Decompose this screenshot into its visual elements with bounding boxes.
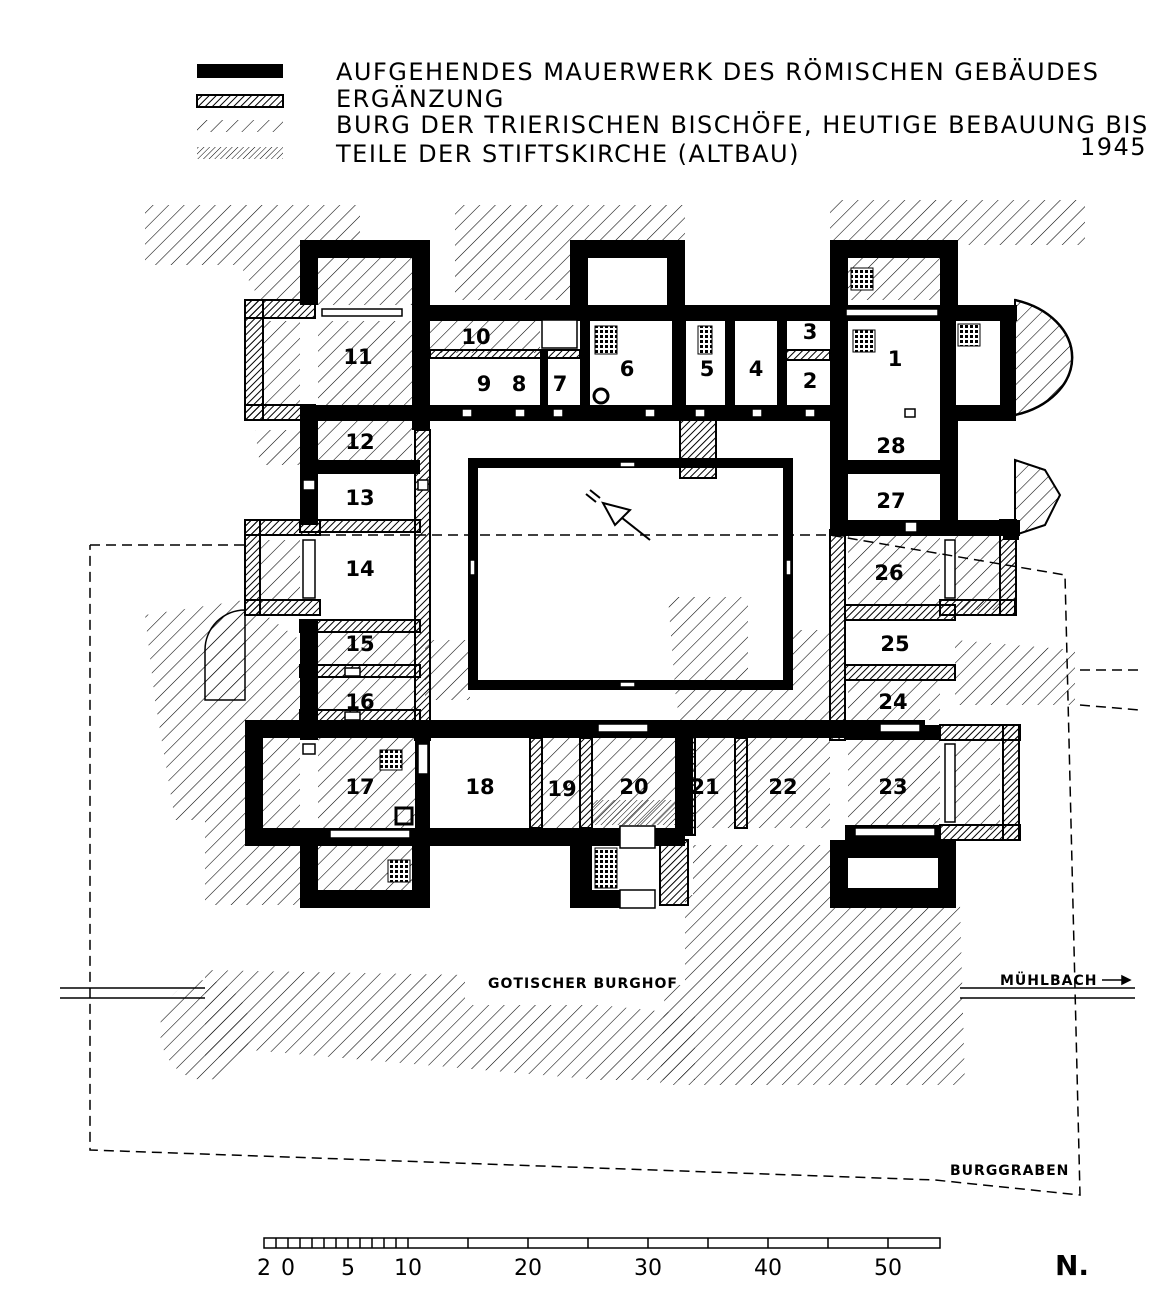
scale-tick-0: 0 <box>281 1256 295 1281</box>
room-labels: 1 2 3 4 5 6 7 8 9 10 11 12 13 14 15 16 1… <box>343 320 909 801</box>
burg-hatch-areas <box>145 200 1085 1085</box>
room-26: 26 <box>874 561 903 585</box>
room-1: 1 <box>888 347 903 371</box>
room-7: 7 <box>553 372 568 396</box>
hex-apse <box>1014 458 1062 537</box>
room-11: 11 <box>343 345 372 369</box>
room-12: 12 <box>345 430 374 454</box>
room-15: 15 <box>345 632 374 656</box>
muhlbach-label: MÜHLBACH <box>1000 971 1097 989</box>
room-6: 6 <box>620 357 635 381</box>
scale-tick-40: 40 <box>754 1256 782 1281</box>
stift-hatch <box>592 800 675 825</box>
scale-tick-50: 50 <box>874 1256 902 1281</box>
room-23: 23 <box>878 775 907 799</box>
room-24: 24 <box>878 690 907 714</box>
court-line-2 <box>1079 704 1141 711</box>
room-3: 3 <box>803 320 818 344</box>
room-4: 4 <box>749 357 764 381</box>
room-25: 25 <box>880 632 909 656</box>
scale-bar: 2 0 5 10 20 30 40 50 <box>257 1237 941 1281</box>
room-14: 14 <box>345 557 374 581</box>
room-8: 8 <box>512 372 527 396</box>
grid-symbols <box>379 267 981 889</box>
north-arrow-icon <box>585 489 651 541</box>
legend-label-burg: BURG DER TRIERISCHEN BISCHÖFE, HEUTIGE B… <box>336 110 1149 139</box>
legend-swatch-roman <box>197 64 283 78</box>
legend-label-roman: AUFGEHENDES MAUERWERK DES RÖMISCHEN GEBÄ… <box>336 57 1099 86</box>
muhlbach-lines <box>60 987 1135 999</box>
legend-year: 1945 <box>1080 133 1147 161</box>
room-2: 2 <box>803 369 818 393</box>
gotischer-burghof-label: GOTISCHER BURGHOF <box>488 976 678 992</box>
legend-label-stift: TEILE DER STIFTSKIRCHE (ALTBAU) <box>335 140 800 168</box>
apse <box>1014 298 1074 417</box>
room-9: 9 <box>477 372 492 396</box>
openings <box>302 308 956 909</box>
scale-tick-5: 5 <box>341 1256 355 1281</box>
room-18: 18 <box>465 775 494 799</box>
room-5: 5 <box>700 357 715 381</box>
erganzung-walls <box>244 299 1021 906</box>
scale-tick-20: 20 <box>514 1256 542 1281</box>
room-13: 13 <box>345 486 374 510</box>
room-17: 17 <box>345 775 374 799</box>
room-28: 28 <box>876 434 905 458</box>
legend-swatch-burg <box>197 120 283 132</box>
room-19: 19 <box>547 777 576 801</box>
legend: AUFGEHENDES MAUERWERK DES RÖMISCHEN GEBÄ… <box>196 57 1149 168</box>
north-label: N. <box>1055 1249 1089 1282</box>
burg-hatch-rooms <box>262 258 940 895</box>
room-22: 22 <box>768 775 797 799</box>
round-tower <box>204 609 246 701</box>
apse-outline <box>1014 298 1074 417</box>
burggraben-label: BURGGRABEN <box>950 1163 1069 1179</box>
legend-swatch-erganzung <box>196 94 284 108</box>
room-10: 10 <box>461 325 490 349</box>
legend-label-erganzung: ERGÄNZUNG <box>336 84 505 113</box>
legend-swatch-stift <box>197 147 283 159</box>
scale-tick-2: 2 <box>257 1256 271 1281</box>
muhlbach-arrow-icon <box>1102 974 1132 986</box>
room-21: 21 <box>690 775 719 799</box>
court-passage <box>679 419 717 479</box>
room-20: 20 <box>619 775 648 799</box>
scale-tick-10: 10 <box>394 1256 422 1281</box>
scale-tick-30: 30 <box>634 1256 662 1281</box>
room-16: 16 <box>345 690 374 714</box>
room-27: 27 <box>876 489 905 513</box>
